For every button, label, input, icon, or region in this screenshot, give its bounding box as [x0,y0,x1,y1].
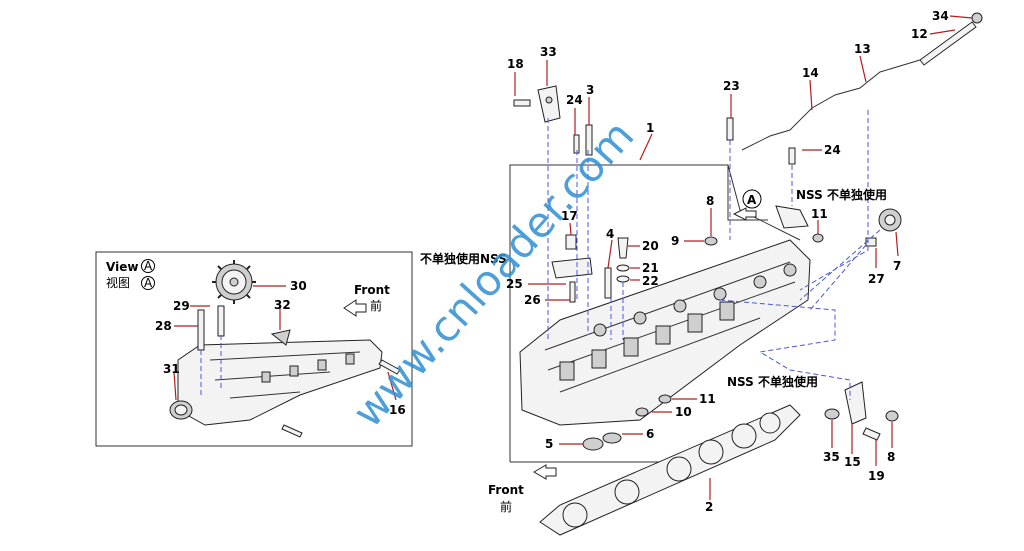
part-number-33: 33 [540,45,557,59]
callout-a-frame [727,165,768,221]
stud-26-part [569,281,576,303]
part-number-23: 23 [723,79,740,93]
nss-label-lower: NSS 不单独使用 [727,374,818,389]
part-number-14: 14 [802,66,819,80]
part-number-30: 30 [290,279,307,293]
callout-a-letter: A [747,193,757,207]
part-number-8-bottom: 8 [887,450,895,464]
part-number-8-top: 8 [706,194,714,208]
view-ref-circle-icon [141,259,155,273]
cylinder-head-part [519,239,811,426]
callout-a-circle-icon [742,189,762,209]
inset-wedge-32 [270,329,291,346]
nss-label-left: 不单独使用NSS [420,251,507,266]
part-number-11-bottom: 11 [699,392,716,406]
part-number-31: 31 [163,362,180,376]
injector-clamp-part [775,205,809,229]
plug-9-part [704,236,718,246]
head-gasket-part [539,404,801,536]
part-number-19: 19 [868,469,885,483]
part-number-1: 1 [646,121,654,135]
callout-a-arrow-icon [732,207,757,221]
dowel-23-part [726,117,734,141]
plug-5-part [582,437,604,451]
part-number-9: 9 [671,234,679,248]
part-number-15: 15 [844,455,861,469]
part-number-22: 22 [642,274,659,288]
plug-10-part [635,407,649,417]
part-number-13: 13 [854,42,871,56]
bolt-18-part [513,99,531,107]
part-number-20: 20 [642,239,659,253]
part-number-26: 26 [524,293,541,307]
view-ref-letter: A [144,259,153,273]
plug-35-part [824,408,840,420]
bracket-33-part [537,85,561,123]
part-number-10: 10 [675,405,692,419]
part-number-21: 21 [642,261,659,275]
plug-6-part [602,432,622,444]
bolt-3-part [585,124,593,156]
leak-off-pipe-part [741,59,921,151]
bolt-24b-part [788,147,796,165]
inset-front-label-cn: 前 [370,298,382,313]
view-ref-letter-2: A [144,276,153,290]
inset-front-label: Front [354,283,390,297]
part-number-29: 29 [173,299,190,313]
part-number-7: 7 [893,259,901,273]
valve-guide-20-part [617,237,629,259]
bolt-24-part [573,134,580,154]
part-number-12: 12 [911,27,928,41]
view-ref-circle-icon-2 [141,276,155,290]
view-label-cn: 视图 [106,275,130,290]
part-number-4: 4 [606,227,614,241]
main-front-label-cn: 前 [500,499,512,514]
nss-label-upper-right: NSS 不单独使用 [796,187,887,202]
plug-8b-part [885,410,899,422]
part-number-3: 3 [586,83,594,97]
part-number-5: 5 [545,437,553,451]
part-number-6: 6 [646,427,654,441]
dowel-4-part [604,267,612,299]
part-number-25: 25 [506,277,523,291]
washer-22-part [616,275,630,283]
part-number-27: 27 [868,272,885,286]
part-number-2: 2 [705,500,713,514]
cam-bearing-part [169,400,193,420]
glow-plug-part [919,21,977,66]
part-number-18: 18 [507,57,524,71]
bracket-15-part [844,381,867,425]
main-front-label: Front [488,483,524,497]
inset-bolt-29 [217,305,225,337]
part-number-35: 35 [823,450,840,464]
inset-front-arrow-icon [343,299,367,317]
lug-17-part [565,234,577,250]
bolt-19-part [862,427,881,441]
part-number-28: 28 [155,319,172,333]
main-front-arrow-icon [533,464,557,480]
part-number-16: 16 [389,403,406,417]
cam-cap-part [551,257,593,279]
inset-stud-16 [378,359,401,375]
part-number-11-top: 11 [811,207,828,221]
part-number-34: 34 [932,9,949,23]
view-a-inset-frame [95,251,413,447]
part-number-24-left: 24 [566,93,583,107]
plug-11b-part [812,233,824,243]
part-number-24-right: 24 [824,143,841,157]
nut-34-part [971,12,983,24]
plug-11-part [658,394,672,404]
part-number-17: 17 [561,209,578,223]
seal-ring-part [878,208,902,232]
timing-gear-part [212,260,256,304]
seal-21-part [616,264,630,272]
inset-stud-lower [281,424,303,438]
inset-bolt-28 [197,309,205,351]
part-number-32: 32 [274,298,291,312]
view-label: View [106,260,138,274]
